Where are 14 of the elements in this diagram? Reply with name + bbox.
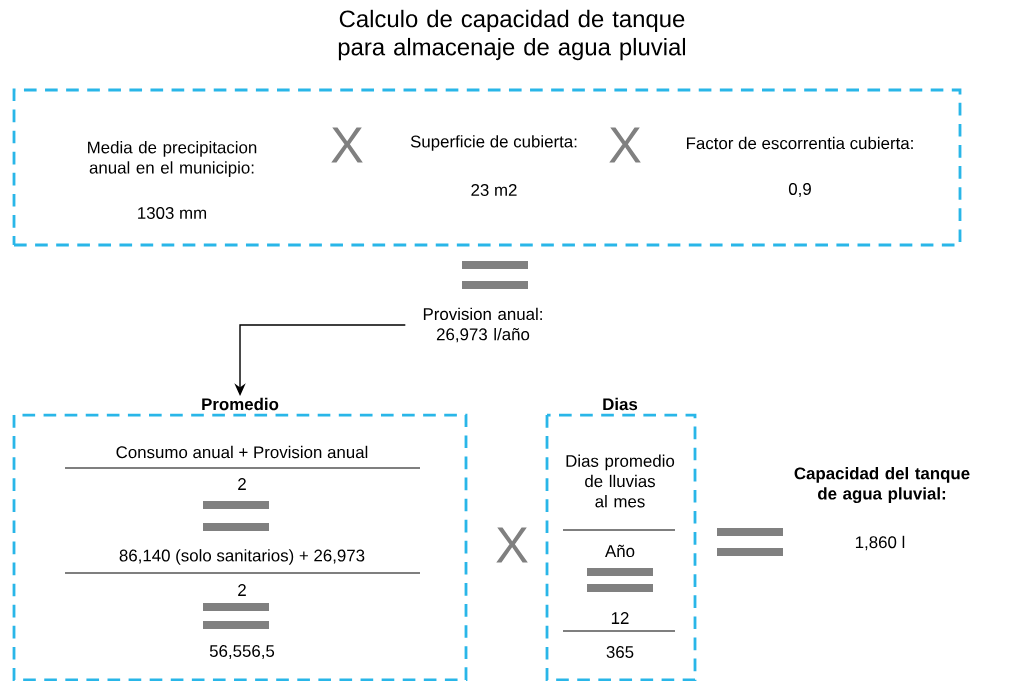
node-label: Promedio xyxy=(202,397,279,411)
input-value: Media de precipitacion anual en el municipio: 1303 mm xyxy=(88,141,257,219)
input-value: Factor de escorrentia cubierta: 0,9 xyxy=(687,136,913,197)
multiply-sign: X xyxy=(331,127,363,163)
result-text: Capacidad del tanque de agua pluvial: 1,860 l xyxy=(794,466,970,551)
dashed-box xyxy=(12,88,962,247)
formula-box: Promedio Consumo anual + Provision anual 2 86,140 (solo sanitarios) + 26,973 2 56,556,5 xyxy=(12,397,468,681)
multiply-sign: X xyxy=(609,127,641,163)
title: Calculo de capacidad de tanque para almacenaje de agua pluvial xyxy=(338,9,685,61)
result-text: Provision anual: 26,973 l/año xyxy=(423,307,542,343)
input-value: Superficie de cubierta: 23 m2 xyxy=(410,135,577,196)
multiply-sign: X xyxy=(496,527,528,563)
node-label: Dias xyxy=(603,397,638,411)
formula-box: Dias Dias promedio de lluvias al mes Año 12 365 xyxy=(545,397,697,681)
